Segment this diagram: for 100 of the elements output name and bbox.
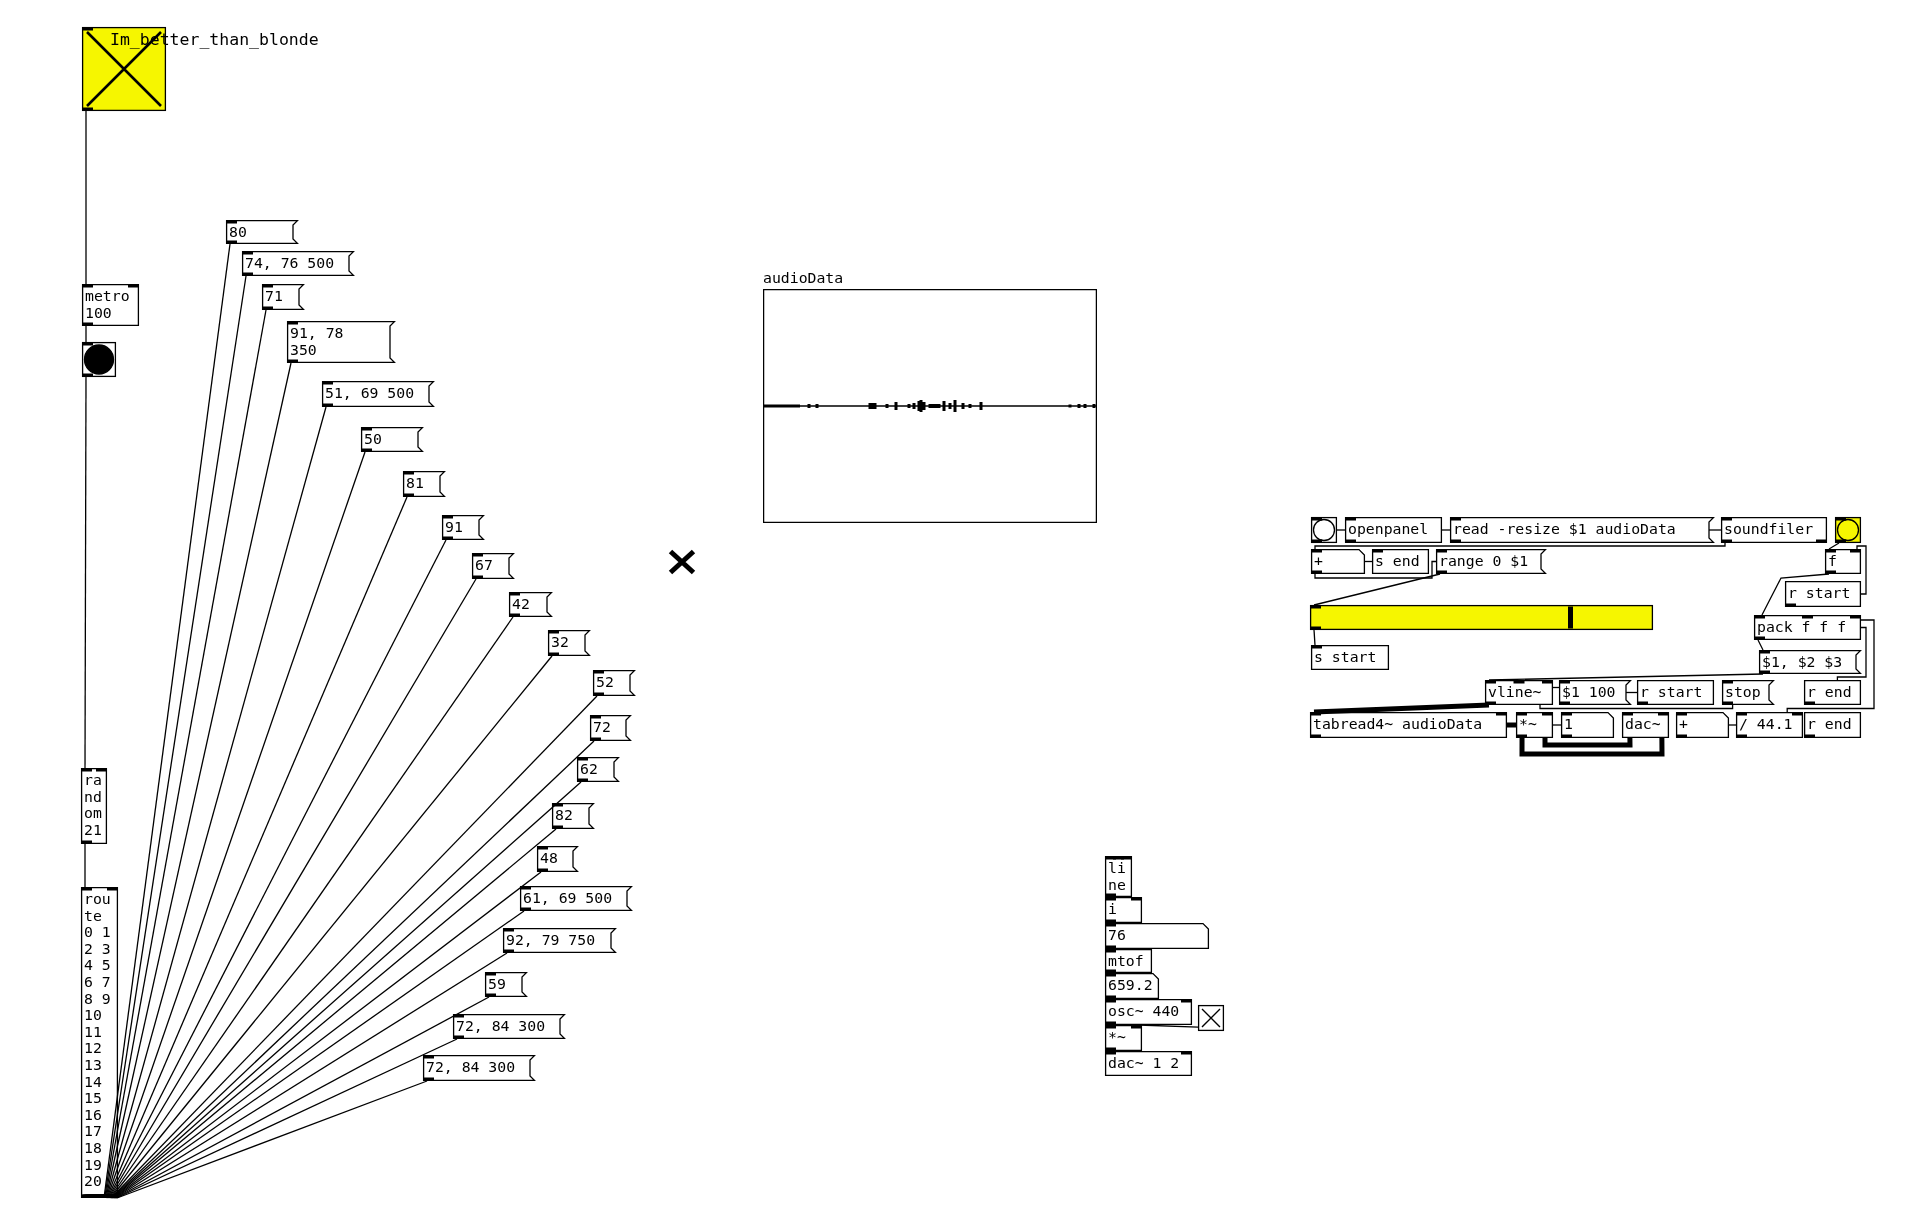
object-text: osc~ 440 [1108, 1003, 1180, 1020]
connection-line [1441, 529, 1451, 531]
connection-line [1314, 560, 1437, 579]
number-value: + [1314, 553, 1323, 570]
message-box [1450, 517, 1714, 543]
number-value: 659.2 [1108, 977, 1153, 994]
message-box [322, 381, 434, 407]
connection-line [1336, 529, 1346, 531]
message-text: 52 [596, 674, 614, 691]
object-box [1485, 680, 1553, 705]
object-text: *~ [1108, 1029, 1126, 1046]
object-box [1345, 517, 1442, 543]
connection-line [1828, 542, 1840, 550]
object-box [1785, 581, 1861, 607]
object-box [1721, 517, 1827, 543]
message-box [485, 972, 527, 997]
object-box [1311, 645, 1389, 670]
object-text: random 21 [84, 772, 103, 839]
connection-line [1313, 573, 1441, 606]
message-text: 91, 78 350 [290, 325, 345, 359]
object-box [1825, 549, 1861, 574]
connection-line [85, 110, 87, 285]
message-text: 42 [512, 596, 530, 613]
message-text: 91 [445, 519, 463, 536]
message-text: stop [1725, 684, 1761, 701]
message-text: 81 [406, 475, 424, 492]
object-box [81, 768, 107, 844]
horizontal-slider [1310, 605, 1653, 630]
object-box [1105, 999, 1192, 1025]
object-text: r start [1640, 684, 1703, 701]
object-box [1310, 712, 1507, 738]
object-text: r end [1807, 684, 1852, 701]
object-box [1622, 712, 1669, 738]
message-text: 61, 69 500 [523, 890, 613, 907]
connection-line [85, 325, 87, 343]
connection-line [84, 843, 86, 888]
message-box [552, 803, 594, 829]
number-box [1311, 549, 1365, 574]
number-box [1105, 923, 1209, 949]
message-text: 48 [540, 850, 558, 867]
connection-line [1625, 691, 1638, 694]
message-box [593, 670, 635, 696]
connection-line [1542, 737, 1633, 748]
object-box [1105, 856, 1132, 897]
number-value: 76 [1108, 927, 1126, 944]
message-text: read -resize $1 audioData [1453, 521, 1676, 538]
message-text: $1, $2 $3 [1762, 654, 1843, 671]
number-value: 1 [1564, 716, 1573, 733]
message-box [226, 220, 298, 244]
object-box [1637, 680, 1714, 705]
message-box [509, 592, 552, 617]
number-box [1676, 712, 1729, 738]
message-text: 72 [593, 719, 611, 736]
message-box [472, 553, 514, 579]
message-text: 62 [580, 761, 598, 778]
message-box [520, 886, 632, 911]
object-box [1804, 712, 1861, 738]
object-text: line [1108, 860, 1127, 894]
message-text: 72, 84 300 [456, 1018, 546, 1035]
object-box [1372, 549, 1429, 574]
toggle-checkbox [1198, 1005, 1224, 1031]
number-box [1561, 712, 1614, 738]
object-text: vline~ [1488, 684, 1542, 701]
connection-line [1552, 686, 1560, 689]
object-text: soundfiler [1724, 521, 1814, 538]
object-box [1105, 1025, 1142, 1051]
connection-line [1728, 724, 1737, 726]
object-box [1736, 712, 1803, 738]
bang-button [1311, 517, 1337, 543]
message-text: 72, 84 300 [426, 1059, 516, 1076]
object-box [81, 887, 118, 1198]
array-name: audioData [763, 270, 844, 287]
bang-button [1835, 517, 1861, 543]
message-text: 32 [551, 634, 569, 651]
message-box [1436, 549, 1546, 574]
connection-line [1856, 545, 1867, 595]
object-text: *~ [1519, 716, 1537, 733]
connection-line [115, 1038, 458, 1199]
object-text: s start [1314, 649, 1377, 666]
connection-line [1314, 542, 1726, 550]
connection-line [1761, 573, 1830, 616]
message-box [577, 757, 619, 782]
connection-line [116, 1080, 428, 1199]
object-text: openpanel [1348, 521, 1429, 538]
object-text: metro 100 [85, 288, 131, 322]
connection-line [1836, 626, 1867, 681]
object-text: mtof [1108, 953, 1144, 970]
connection-line [1313, 629, 1316, 646]
connection-line [1786, 619, 1875, 713]
message-box [548, 630, 590, 656]
object-box [1754, 615, 1861, 640]
object-box [82, 284, 139, 326]
connection-line [84, 376, 87, 769]
object-text: tabread4~ audioData [1313, 716, 1483, 733]
connection-line [1539, 704, 1734, 710]
object-box [1105, 1051, 1192, 1076]
message-text: 67 [475, 557, 493, 574]
connection-line [1519, 738, 1665, 757]
object-text: s end [1375, 553, 1420, 570]
message-text: 59 [488, 976, 506, 993]
